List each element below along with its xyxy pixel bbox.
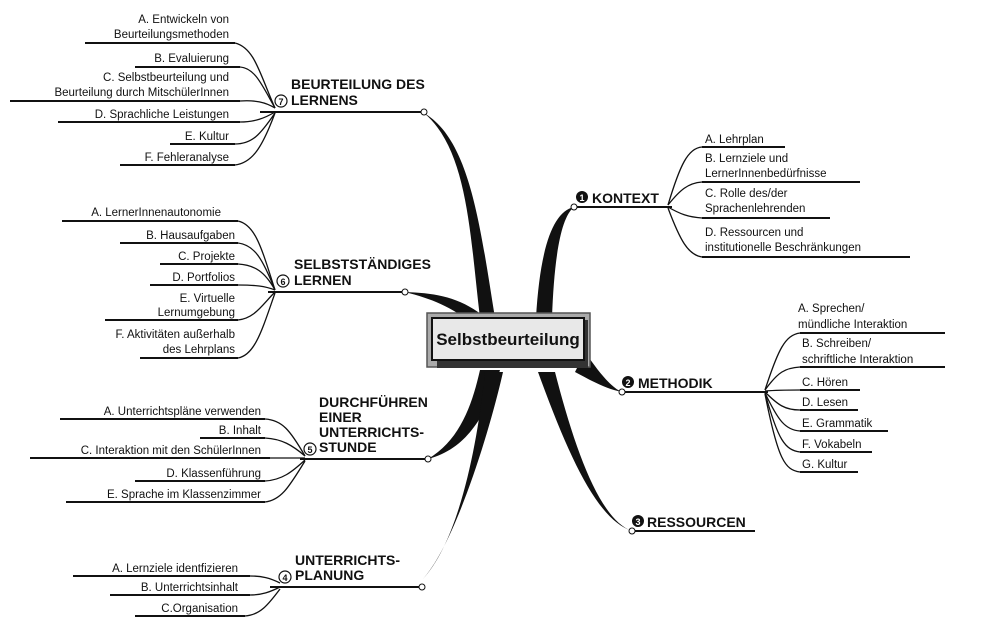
list-item: A. LernerInnenautonomie bbox=[91, 207, 221, 219]
list-item: D. Sprachliche Leistungen bbox=[95, 109, 229, 121]
branch-2: 2 METHODIK A. Sprechen/mündliche Interak… bbox=[618, 303, 945, 473]
branch-number: 6 bbox=[280, 277, 285, 287]
number-badge-7 bbox=[274, 94, 288, 108]
branch-4: 4 UNTERRICHTS-PLANUNG A. Lernziele ident… bbox=[73, 552, 426, 617]
branch-title: METHODIK bbox=[638, 375, 713, 391]
list-item: D. Lesen bbox=[802, 397, 848, 409]
branch-number: 4 bbox=[282, 573, 287, 583]
central-topic: Selbstbeurteilung bbox=[436, 330, 580, 349]
branch-number: 5 bbox=[307, 445, 312, 455]
number-badge-2 bbox=[622, 376, 634, 388]
list-item: B. Unterrichtsinhalt bbox=[141, 582, 239, 594]
list-item: E. Kultur bbox=[185, 131, 229, 143]
list-item: E. Sprache im Klassenzimmer bbox=[107, 489, 261, 501]
list-item: F. Vokabeln bbox=[802, 439, 861, 451]
list-item: A. Lehrplan bbox=[705, 134, 764, 146]
branch-title: UNTERRICHTS-PLANUNG bbox=[295, 552, 400, 583]
number-badge-5 bbox=[303, 442, 317, 456]
number-badge-4 bbox=[278, 570, 292, 584]
list-item: B. Hausaufgaben bbox=[146, 230, 235, 242]
number-badge-1 bbox=[576, 191, 588, 203]
branch-3: 3 RESSOURCEN bbox=[628, 514, 755, 535]
connector-b7 bbox=[424, 113, 495, 318]
list-item: C. Hören bbox=[802, 377, 848, 389]
list-item: A. Lernziele identfizieren bbox=[112, 563, 238, 575]
number-badge-6 bbox=[276, 274, 290, 288]
central-connectors bbox=[405, 113, 632, 580]
branch-number: 2 bbox=[625, 378, 630, 388]
branch-title: RESSOURCEN bbox=[647, 514, 746, 530]
branch-title: KONTEXT bbox=[592, 190, 659, 206]
connector-b3 bbox=[538, 372, 632, 531]
list-item: G. Kultur bbox=[802, 459, 848, 471]
branch-number: 7 bbox=[278, 97, 283, 107]
central-node: Selbstbeurteilung bbox=[426, 312, 591, 368]
connector-b5 bbox=[428, 370, 500, 459]
list-item: B. Inhalt bbox=[219, 425, 262, 437]
connector-b1 bbox=[536, 207, 574, 318]
list-item: B. Schreiben/schriftliche Interaktion bbox=[802, 338, 913, 366]
list-item: C.Organisation bbox=[161, 603, 238, 615]
list-item: C. Interaktion mit den SchülerInnen bbox=[81, 445, 261, 457]
branch-number: 1 bbox=[579, 193, 584, 203]
list-item: F. Fehleranalyse bbox=[145, 152, 229, 164]
connector-b6 bbox=[405, 292, 478, 326]
list-item: D. Klassenführung bbox=[166, 468, 261, 480]
list-item: A. Sprechen/mündliche Interaktion bbox=[798, 303, 907, 331]
list-item: E. Grammatik bbox=[802, 418, 873, 430]
number-badge-3 bbox=[632, 515, 644, 527]
list-item: C. Projekte bbox=[178, 251, 235, 263]
branch-number: 3 bbox=[635, 517, 640, 527]
list-item: D. Portfolios bbox=[172, 272, 235, 284]
list-item: A. Unterrichtspläne verwenden bbox=[104, 406, 261, 418]
connector-b4 bbox=[422, 372, 503, 580]
list-item: B. Evaluierung bbox=[154, 53, 229, 65]
